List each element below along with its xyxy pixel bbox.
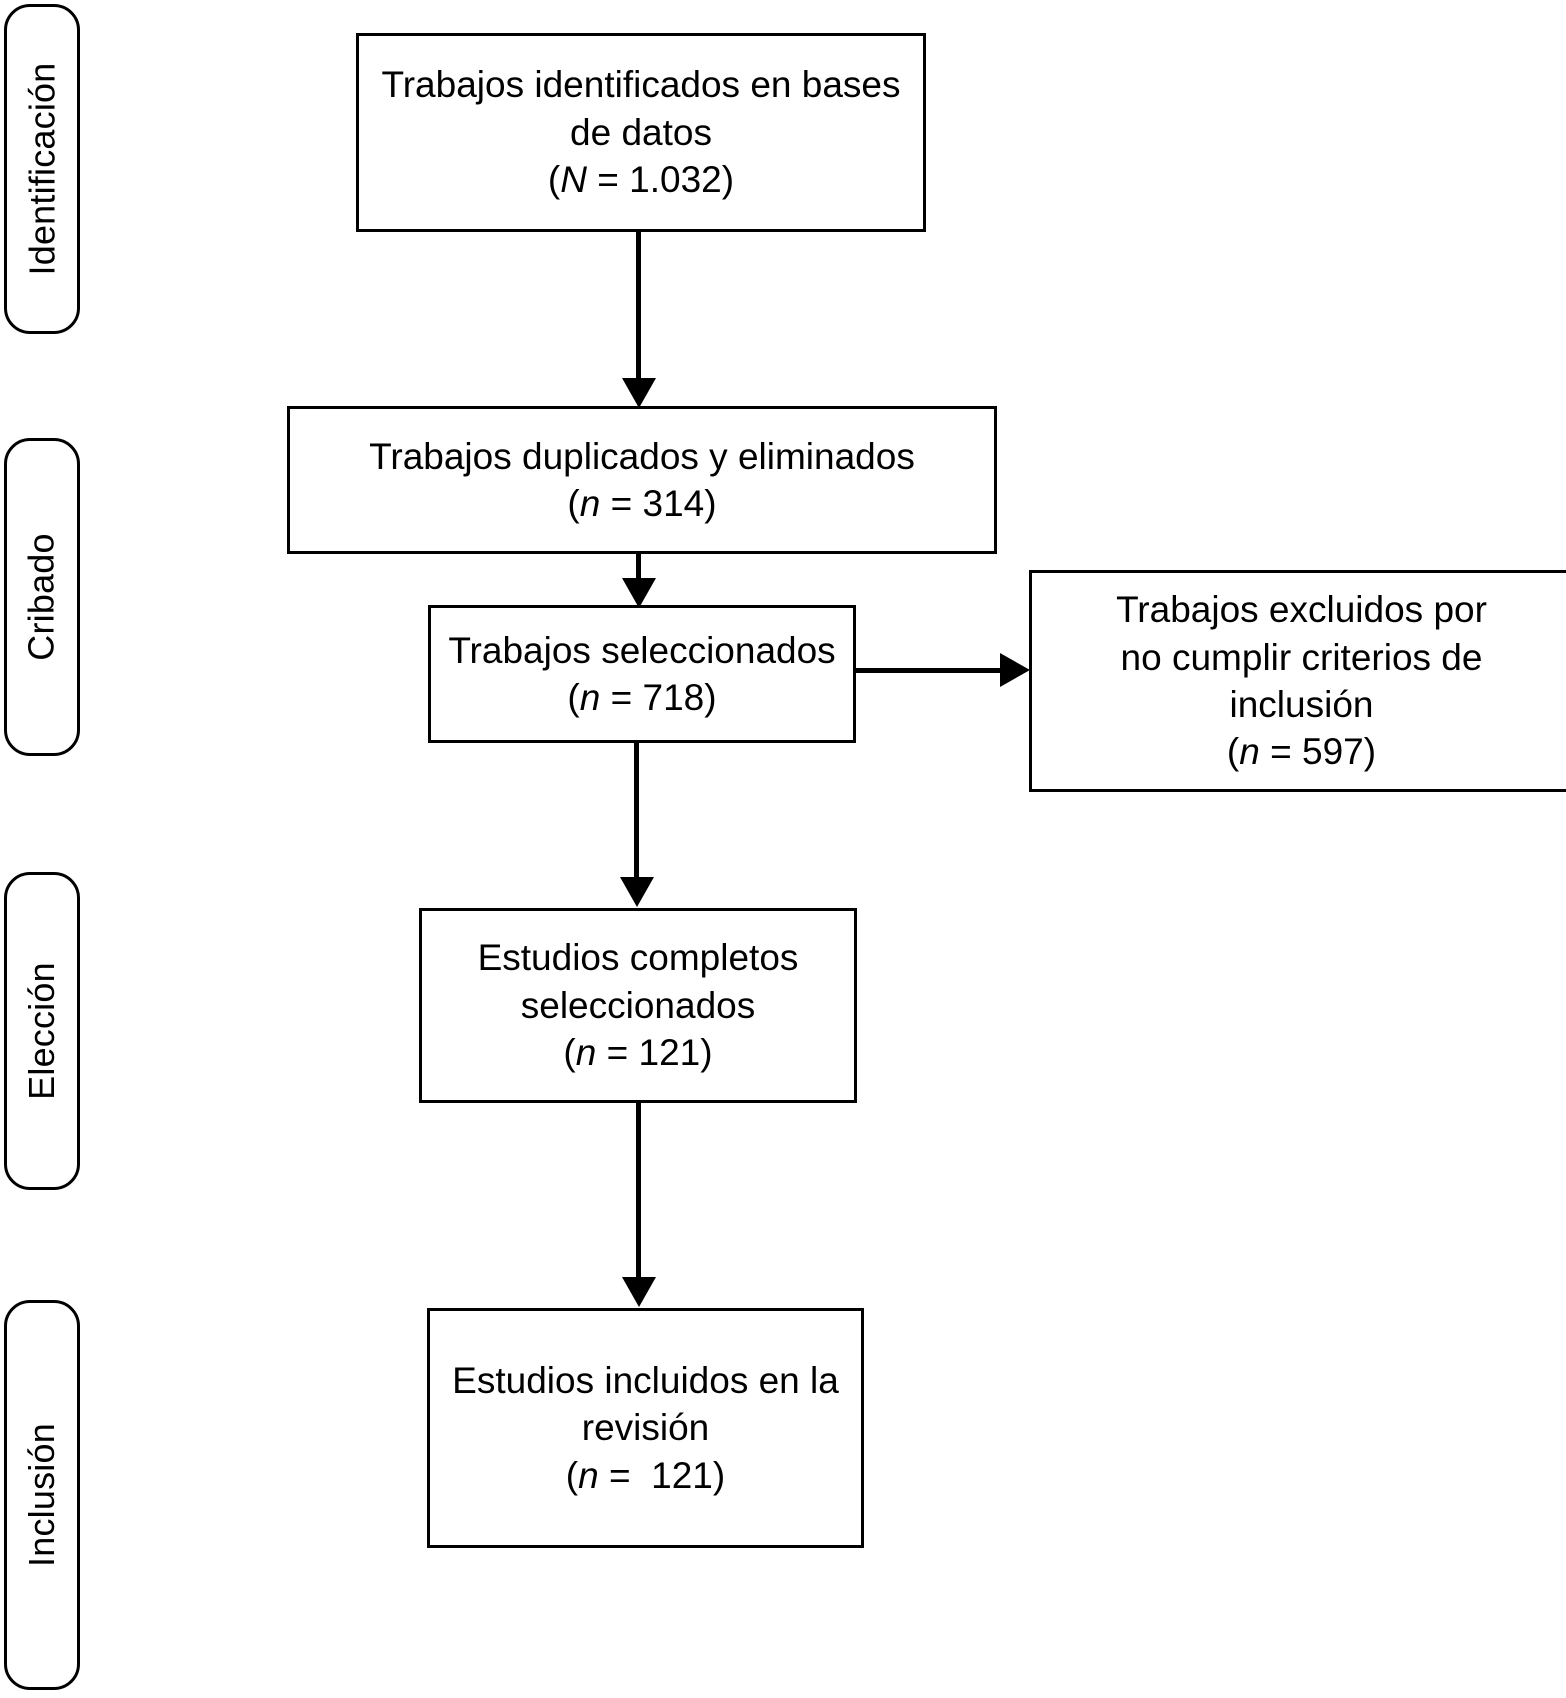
box-records-excluded-count: (n = 597): [1226, 731, 1377, 773]
stage-tab-inclusion-label: Inclusión: [21, 1423, 63, 1567]
box-duplicates-removed-count-value: 314: [642, 483, 705, 524]
box-duplicates-removed-line1: Trabajos duplicados y eliminados: [369, 435, 915, 477]
box-studies-included-count: (n = 121): [565, 1454, 726, 1496]
box-fulltext-selected-count-value: 121: [638, 1032, 701, 1074]
box-records-excluded: Trabajos excluidos por no cumplir criter…: [1029, 570, 1566, 792]
stage-tab-identificacion-label: Identificación: [21, 62, 62, 276]
box-studies-included-line1: Estudios incluidos en la: [452, 1359, 839, 1401]
box-records-identified-count: (N = 1.032): [547, 159, 735, 201]
box-fulltext-selected-count: (n = 121): [563, 1032, 713, 1074]
box-fulltext-selected-count-symbol: n: [575, 1032, 597, 1074]
stage-tab-cribado: Cribado: [4, 438, 80, 756]
connector-identified-to-duplicates: [636, 232, 641, 384]
arrowhead-fulltext-to-included: [622, 1277, 656, 1307]
box-records-excluded-line1: Trabajos excluidos por: [1116, 589, 1487, 631]
arrowhead-screened-to-excluded: [1000, 653, 1030, 687]
box-records-screened: Trabajos seleccionados (n = 718): [428, 605, 856, 743]
box-fulltext-selected-line2: seleccionados: [520, 984, 756, 1026]
box-records-excluded-count-symbol: n: [1239, 731, 1260, 773]
box-records-identified-line1: Trabajos identificados en bases: [381, 64, 901, 106]
connector-duplicates-to-screened: [636, 554, 641, 584]
box-records-identified-count-value: 1.032: [629, 159, 722, 201]
box-records-screened-count-symbol: n: [579, 677, 601, 718]
box-records-excluded-line2: no cumplir criterios de: [1120, 636, 1483, 678]
box-studies-included-count-value: 121: [651, 1454, 713, 1496]
box-studies-included: Estudios incluidos en la revisión (n = 1…: [427, 1308, 864, 1548]
box-records-screened-count: (n = 718): [567, 677, 717, 718]
box-duplicates-removed-count: (n = 314): [567, 483, 717, 524]
stage-tab-eleccion-label: Elección: [21, 962, 62, 1100]
stage-tab-inclusion: Inclusión: [4, 1300, 80, 1690]
connector-screened-to-fulltext: [634, 743, 639, 883]
box-duplicates-removed-count-symbol: n: [579, 483, 601, 524]
box-records-identified-count-symbol: N: [560, 159, 587, 201]
stage-tab-eleccion: Elección: [4, 872, 80, 1190]
arrowhead-screened-to-fulltext: [620, 877, 654, 907]
box-fulltext-selected-line1: Estudios completos: [477, 937, 799, 979]
box-records-excluded-count-value: 597: [1302, 731, 1364, 773]
box-studies-included-line2: revisión: [581, 1407, 710, 1449]
stage-tab-identificacion: Identificación: [4, 4, 80, 334]
box-records-identified-line2: de datos: [570, 111, 712, 153]
box-studies-included-count-symbol: n: [578, 1454, 599, 1496]
connector-fulltext-to-included: [636, 1103, 641, 1283]
box-records-excluded-line3: inclusión: [1229, 684, 1374, 725]
box-fulltext-selected: Estudios completos seleccionados (n = 12…: [419, 908, 857, 1103]
box-duplicates-removed: Trabajos duplicados y eliminados (n = 31…: [287, 406, 997, 554]
connector-screened-to-excluded: [856, 668, 1006, 673]
arrowhead-identified-to-duplicates: [622, 378, 656, 408]
box-records-screened-line1: Trabajos seleccionados: [448, 629, 836, 671]
arrowhead-duplicates-to-screened: [622, 578, 656, 608]
box-records-identified: Trabajos identificados en bases de datos…: [356, 33, 926, 232]
stage-tab-cribado-label: Cribado: [21, 533, 63, 661]
box-records-screened-count-value: 718: [642, 677, 705, 718]
